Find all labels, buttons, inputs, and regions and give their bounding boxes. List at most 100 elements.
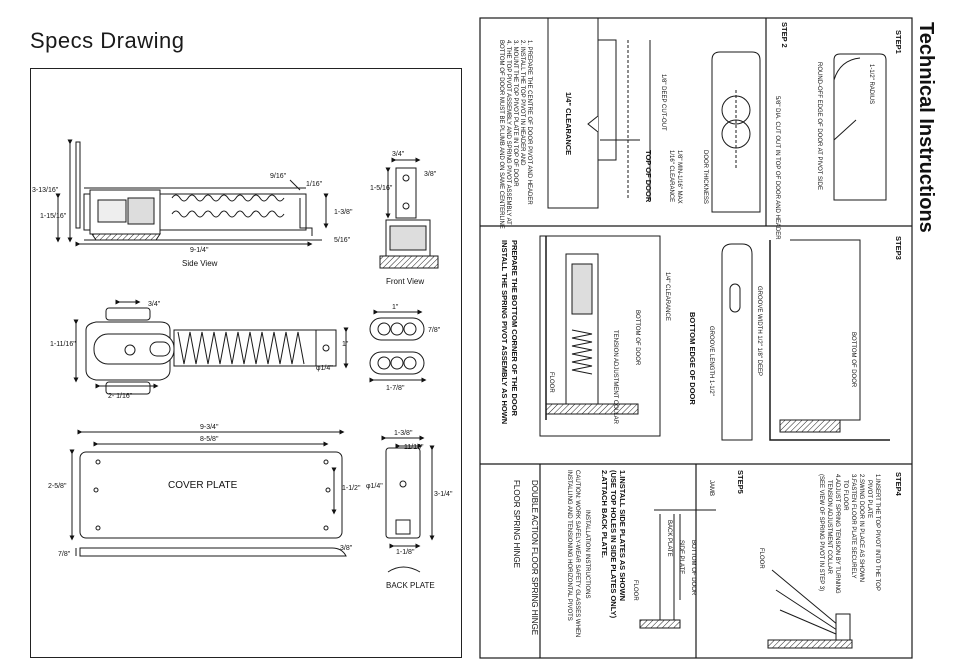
step3-instr-1: PREPARE THE BOTTOM CORNER OF THE DOOR — [510, 240, 519, 417]
step3-drawing — [539, 235, 890, 441]
caution-line-1: CAUTION: WORK SAFELY-WEAR SAFETY GLASSES… — [574, 470, 580, 637]
dim-side-height: 3-13/16" — [32, 187, 59, 194]
dim-plate-178: 1-7/8" — [386, 385, 405, 392]
dim-cover-holes-v: 1-1/2" — [342, 485, 361, 492]
tech-panel — [479, 17, 913, 659]
side-view-label: Side View — [182, 259, 218, 268]
step4-instr-4: 3.FASTEN FLOOR PLATE SECURELY — [850, 474, 856, 578]
step3-bottom-edge: BOTTOM EDGE OF DOOR — [688, 312, 697, 405]
step3-groove-length: GROOVE LENGTH 1-1/2" — [708, 326, 714, 396]
dim-front-height: 1-5/16" — [370, 185, 393, 192]
step3-groove-width: GROOVE WIDTH 1/2" 1/8" DEEP — [756, 286, 762, 376]
step4-instr-1: 1.INSERT THE TOP PIVOT INTO THE TOP — [874, 474, 880, 591]
step5-floor: FLOOR — [632, 580, 638, 601]
step4-instr-8: (SEE VIEW OF SPRING PIVOT IN STEP 3) — [818, 474, 824, 591]
step2-drawing — [547, 17, 761, 213]
dim-top-spacing: 2- 1/16" — [108, 393, 133, 400]
side-view — [55, 139, 329, 247]
dim-side-body: 1-15/16" — [40, 213, 67, 220]
dim-plate-1: 1" — [392, 304, 399, 311]
step4-instr-7: TENSION ADJUSTMENT COLLAR — [826, 480, 832, 575]
dim-front-34: 3/4" — [392, 151, 405, 158]
step3-label: STEP3 — [894, 236, 903, 260]
step5-bottom-door: BOTTOM OF DOOR — [690, 540, 696, 596]
step2-label: STEP 2 — [780, 22, 789, 48]
specs-frame — [30, 68, 462, 658]
step2-instr-3: 3. MOUNT THE TOP PIVOT PLATE IN TOP OF D… — [512, 40, 518, 187]
step4-instr-3: 2.SWING DOOR IN PLACE AS SHOWN — [858, 474, 864, 582]
dim-back-hole: φ1/4" — [366, 483, 383, 490]
dim-cover-holes: 8-5/8" — [200, 436, 219, 443]
dim-side-916: 9/16" — [270, 173, 287, 180]
step2-instr-1: 1. PREPARE THE CENTRE OF DOOR PIVOT AND … — [526, 40, 532, 205]
step2-cutout: 5/8" DIA. CUT OUT IN TOP OF DOOR AND HEA… — [774, 96, 780, 240]
step2-instr-4: 4. THE TOP PIVOT ASSEMBLY AND SPRING PIV… — [505, 40, 511, 225]
step5-back-plate: BACK PLATE — [666, 520, 672, 557]
step4-drawing — [767, 569, 853, 649]
cover-plate-label: COVER PLATE — [168, 480, 238, 491]
install-title: INSTALLATION INSTRUCTIONS — [584, 510, 590, 598]
dim-cover-length: 9-3/4" — [200, 424, 219, 431]
dim-top-1: 1" — [342, 341, 349, 348]
step4-instr-6: 4.ADJUST SPRING TENSION BY TURNING — [834, 474, 840, 594]
step4-floor: FLOOR — [758, 548, 764, 569]
dim-front-38: 3/8" — [424, 171, 437, 178]
cover-plate — [69, 429, 347, 557]
step5-instr-1: 1.INSTALL SIDE PLATES AS SHOWN — [618, 470, 627, 601]
front-view — [379, 157, 439, 269]
tech-title: Technical Instructions — [915, 22, 937, 233]
step2-clearance-116: 1/16" CLEARANCE — [668, 150, 674, 202]
step2-clearance: 1/4" CLEARANCE — [564, 92, 573, 155]
dim-plate-78: 7/8" — [428, 327, 441, 334]
step3-instr-2: INSTALL THE SPRING PIVOT ASSEMBLY AS HOW… — [500, 240, 509, 424]
dim-top-34: 3/4" — [148, 301, 161, 308]
dim-back-width: 1-3/8" — [394, 430, 413, 437]
step3-clearance: 1/4" CLEARANCE — [664, 272, 670, 321]
step4-instr-5: TO FLOOR — [842, 480, 848, 511]
dim-cover-thick: 7/8" — [58, 551, 71, 558]
step5-drawing — [639, 509, 716, 629]
step5-jamb: JAMB — [708, 480, 714, 496]
step3-bottom-door: BOTTOM OF DOOR — [634, 310, 640, 366]
step1-label: STEP1 — [894, 30, 903, 54]
step2-deep: 1/8" DEEP CUT-OUT — [660, 74, 666, 131]
dim-top-width: 1-11/16" — [50, 341, 76, 348]
dim-side-116: 1/16" — [306, 181, 323, 188]
product-subtitle: FLOOR SPRING HINGE — [512, 480, 521, 568]
dim-side-length: 9-1/4" — [190, 247, 209, 254]
dim-back-1116: 11/16" — [404, 444, 424, 451]
dim-cover-lip: 3/8" — [340, 545, 353, 552]
step1-radius: 1-1/2" RADIUS — [868, 64, 874, 104]
step5-instr-3: 2.ATTACH BACK PLATE. — [600, 470, 609, 558]
step3-tension-collar: TENSION ADJUSTMENT COLLAR — [612, 330, 618, 425]
step2-minmax: 1/8" MIN-1/16" MAX — [676, 150, 682, 204]
specs-title: Specs Drawing — [30, 28, 185, 53]
step1-roundoff: ROUND-OFF EDGE OF DOOR AT PIVOT SIDE — [816, 62, 822, 190]
step5-side-plate: SIDE PLATE — [678, 540, 684, 574]
step4-instr-2: PIVOT PLATE — [866, 480, 872, 518]
dim-side-516: 5/16" — [334, 237, 351, 244]
step4-label: STEP4 — [894, 472, 903, 497]
step2-instr-2: 2. INSTALL THE TOP PIVOT IN HEADER AND — [519, 40, 525, 166]
dim-cover-width: 2-5/8" — [48, 483, 67, 490]
step1-drawing — [833, 53, 887, 201]
step3-bottom-door-2: BOTTOM OF DOOR — [850, 332, 856, 388]
dim-top-hole: φ1/4" — [316, 365, 333, 372]
caution-line-2: INSTALLING AND TENSIONING HORIZONTAL PIV… — [566, 470, 572, 621]
step2-instr-5: BOTTOM OF DOOR MUST BE PLUMB AND ON SAME… — [498, 40, 504, 229]
front-view-label: Front View — [386, 277, 424, 286]
step2-thickness: DOOR THICKNESS — [702, 150, 708, 204]
step2-top-of-door: TOP OF DOOR — [644, 150, 653, 203]
dim-side-138: 1-3/8" — [334, 209, 353, 216]
dim-back-bottom: 1-1/8" — [396, 549, 415, 556]
pivot-plates — [369, 309, 427, 383]
step5-label: STEP5 — [736, 470, 745, 494]
product-name: DOUBLE ACTION FLOOR SPRING HINGE — [530, 480, 539, 635]
top-view — [73, 299, 349, 395]
back-plate-label: BACK PLATE — [386, 581, 435, 590]
dim-back-height: 3-1/4" — [434, 491, 453, 498]
step5-instr-2: (USE TOP HOLES IN SIDE PLATES ONLY) — [609, 470, 618, 619]
back-plate — [381, 435, 435, 573]
step3-floor: FLOOR — [548, 372, 554, 393]
